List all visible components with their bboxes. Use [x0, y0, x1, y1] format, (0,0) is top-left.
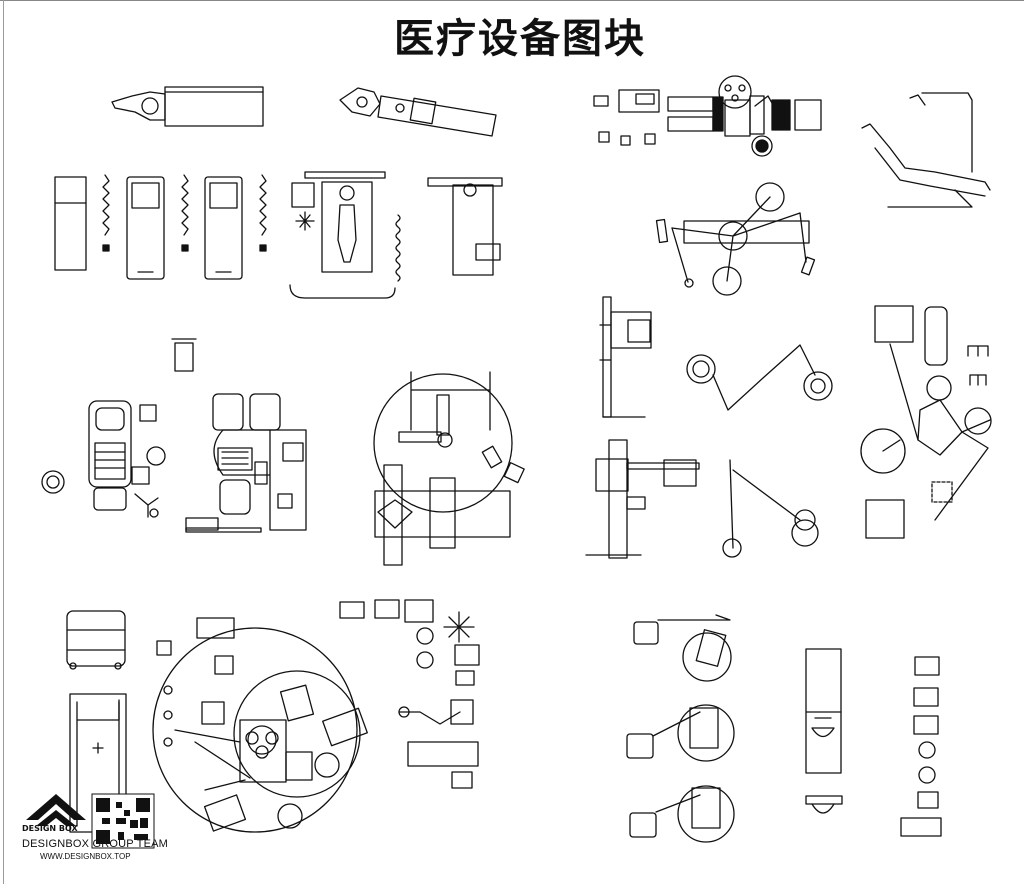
operating-room-circles-block	[152, 617, 368, 833]
dental-chair-top-block	[41, 400, 166, 518]
reception-desk-block	[185, 393, 307, 533]
surgical-bed-block	[427, 177, 503, 276]
zigzag-cables-block	[102, 174, 267, 252]
dental-unit-overhead-block	[860, 305, 992, 539]
wash-basin-block	[805, 648, 843, 814]
hospital-bed-block	[126, 176, 243, 280]
stretcher-with-hand-block	[111, 86, 264, 127]
dental-equipment-row-block	[593, 75, 822, 157]
standing-lamp-block	[722, 459, 819, 558]
iv-stand-block	[171, 338, 197, 372]
page-title: 医疗设备图块	[394, 16, 646, 62]
drawing-frame-left	[3, 0, 4, 884]
surgical-lamp-arms-block	[626, 614, 735, 843]
watermark-site: WWW.DESIGNBOX.TOP	[40, 852, 131, 861]
drawing-frame-top	[0, 0, 1024, 5]
bed-end-block	[66, 610, 126, 670]
stretcher-patient-block	[339, 87, 497, 137]
xray-machine-circle-block	[373, 371, 525, 566]
watermark-team: DESIGNBOX GROUP TEAM	[22, 838, 169, 850]
overhead-lamp-arm-block	[655, 182, 816, 296]
operating-table-block	[289, 171, 401, 299]
designbox-logo	[26, 793, 155, 849]
small-equipment-grid-block	[339, 599, 480, 789]
medical-cabinet-block	[54, 176, 87, 271]
dental-chair-side-block	[861, 92, 991, 208]
lamp-arm-zigzag-block	[686, 344, 833, 411]
panoramic-xray-block	[599, 296, 652, 418]
column-of-symbols-block	[900, 656, 942, 837]
ceph-xray-unit-block	[585, 439, 700, 559]
watermark-brand: DESIGN BOX	[22, 824, 78, 833]
